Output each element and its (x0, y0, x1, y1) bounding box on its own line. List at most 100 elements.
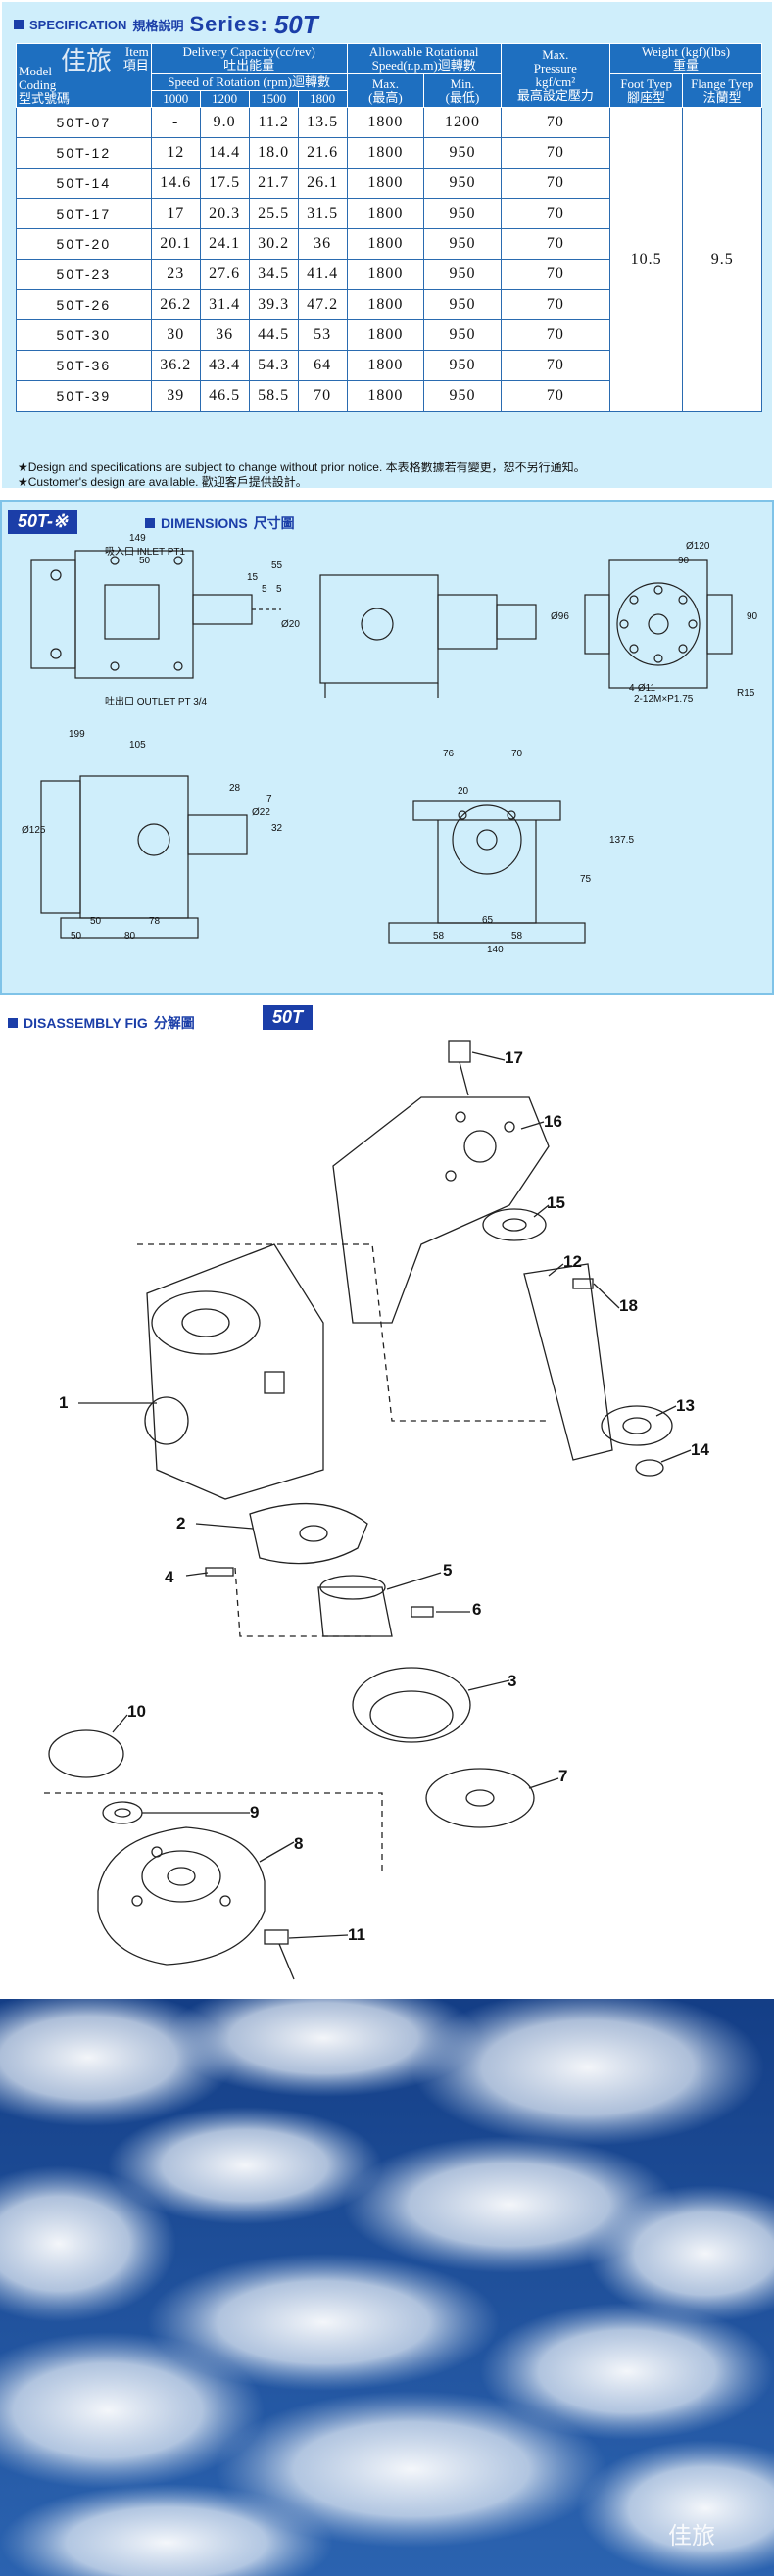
dimension-label: 90 (678, 556, 690, 566)
series-value: 50T (273, 9, 318, 39)
max-header: Max.(最高) (346, 73, 425, 108)
cell-min: 950 (423, 168, 502, 199)
cell-max: 1800 (346, 168, 425, 199)
disassembly-title-cn: 分解圖 (153, 1015, 195, 1031)
cell-model: 50T-36 (16, 350, 152, 381)
dimension-label: 28 (229, 783, 241, 794)
part-number-3: 3 (508, 1672, 517, 1690)
allow2-label: Speed(r.p.m)迴轉數 (371, 58, 476, 73)
pump-foot-front-view (388, 800, 586, 944)
cell-c1500: 11.2 (248, 107, 299, 138)
pump-flange-end-view (584, 559, 733, 689)
cell-min: 950 (423, 137, 502, 169)
cell-c1800: 36 (297, 228, 348, 260)
cell-model: 50T-39 (16, 380, 152, 412)
weight-label: Weight (kgf)(lbs) (641, 44, 731, 59)
cell-c1000: 23 (150, 259, 201, 290)
dimensions-tag: 50T-※ (8, 510, 78, 534)
dimensions-panel: 50T-※ DIMENSIONS 尺寸圖 (0, 500, 774, 995)
disassembly-title-text: DISASSEMBLY FIG (24, 1015, 148, 1031)
part-number-16: 16 (544, 1112, 562, 1131)
part-number-7: 7 (558, 1767, 568, 1785)
dimension-label: 15 (247, 572, 259, 583)
part-number-6: 6 (472, 1600, 482, 1619)
dimension-label: 90 (747, 611, 758, 622)
cell-model: 50T-26 (16, 289, 152, 320)
cell-c1000: 14.6 (150, 168, 201, 199)
foot-label: Foot Tyep (620, 75, 672, 91)
spec-title: SPECIFICATION 規格說明 Series: 50T (14, 10, 318, 39)
cell-c1200: 24.1 (199, 228, 250, 260)
cell-c1200: 14.4 (199, 137, 250, 169)
part-number-5: 5 (443, 1561, 453, 1580)
part-number-9: 9 (250, 1803, 260, 1822)
dimension-label: R15 (737, 688, 755, 699)
dimension-label: 65 (482, 915, 494, 926)
cell-model: 50T-20 (16, 228, 152, 260)
cell-pressure: 70 (500, 198, 610, 229)
pump-front-view (319, 574, 537, 698)
cell-c1800: 31.5 (297, 198, 348, 229)
note-1: ★Design and specifications are subject t… (18, 461, 586, 474)
dimension-label: 50 (71, 931, 82, 942)
delivery-cn-label: 吐出能量 (223, 58, 275, 73)
cell-min: 950 (423, 319, 502, 351)
cell-c1800: 47.2 (297, 289, 348, 320)
max-cn-label: (最高) (368, 89, 403, 105)
cell-pressure: 70 (500, 380, 610, 412)
dimension-label: 7 (266, 794, 272, 804)
cell-min: 950 (423, 350, 502, 381)
dimension-label: 78 (149, 916, 161, 927)
part-number-4: 4 (165, 1568, 174, 1586)
part-number-1: 1 (59, 1393, 69, 1412)
cell-c1000: 12 (150, 137, 201, 169)
cell-model: 50T-07 (16, 107, 152, 138)
dimension-label: 4-Ø11 (629, 683, 656, 694)
max-label: Max. (371, 75, 399, 91)
dimension-label: 70 (511, 749, 523, 759)
cell-pressure: 70 (500, 259, 610, 290)
dimension-label: Ø120 (686, 541, 710, 552)
allow-label: Allowable Rotational (368, 44, 479, 59)
cell-max: 1800 (346, 198, 425, 229)
dimensions-title-cn: 尺寸圖 (253, 515, 295, 531)
cell-min: 950 (423, 228, 502, 260)
part-15-seal (482, 1208, 547, 1241)
square-bullet-icon (145, 518, 155, 528)
part-8-end-cover (97, 1826, 266, 1966)
note-2: ★Customer's design are available. 歡迎客戶提供… (18, 475, 308, 489)
exploded-view-drawing (44, 1040, 692, 1980)
cell-pressure: 70 (500, 350, 610, 381)
cell-model: 50T-30 (16, 319, 152, 351)
dimension-label: 140 (487, 945, 504, 955)
cell-max: 1800 (346, 137, 425, 169)
dimensions-title: DIMENSIONS 尺寸圖 (145, 513, 295, 533)
flange-label: Flange Tyep (691, 75, 754, 91)
dimension-drawings (30, 550, 733, 944)
cell-min: 1200 (423, 107, 502, 138)
pump-side-view (30, 550, 281, 679)
part-number-17: 17 (505, 1048, 523, 1067)
dimension-label: 32 (271, 823, 283, 834)
cell-c1200: 43.4 (199, 350, 250, 381)
weight-cn-label: 重量 (672, 58, 699, 73)
disassembly-tag: 50T (263, 1005, 314, 1030)
part-4-pin (205, 1567, 234, 1577)
dimension-label: 199 (69, 729, 85, 740)
dimension-label: Ø96 (551, 611, 569, 622)
cell-min: 950 (423, 380, 502, 412)
cell-c1200: 20.3 (199, 198, 250, 229)
coding-label: Coding (19, 77, 57, 92)
dimension-label: 50 (139, 556, 151, 566)
cell-c1000: 17 (150, 198, 201, 229)
series-label: Series: (189, 12, 268, 36)
part-number-12: 12 (563, 1252, 582, 1271)
part-number-15: 15 (547, 1193, 565, 1212)
